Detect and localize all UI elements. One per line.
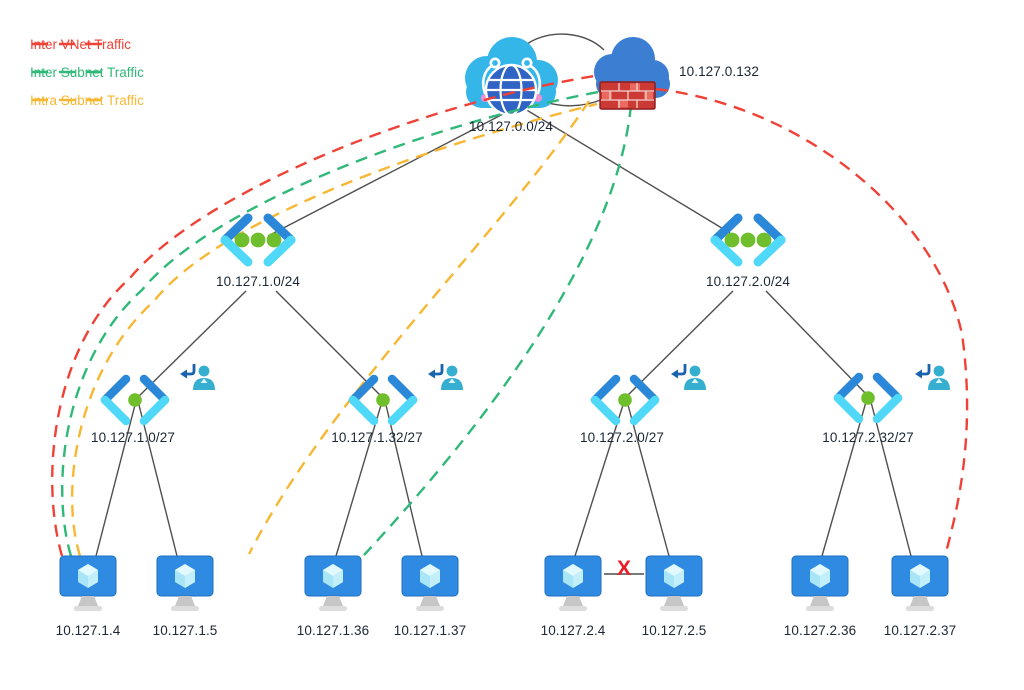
connector-subnet2-vm3 xyxy=(335,404,382,557)
legend-item-intra-subnet: Intra Subnet Traffic xyxy=(30,86,260,114)
legend-item-inter-vnet: Inter VNet Traffic xyxy=(30,30,260,58)
connector-subnet1-vm1 xyxy=(95,404,136,557)
inter-vnet-traffic-path-right xyxy=(655,87,969,557)
user-signin-icon-1 xyxy=(178,362,217,392)
inter-subnet-traffic-path-up xyxy=(61,89,605,557)
vm6-label: 10.127.2.5 xyxy=(641,623,707,638)
connector-subnet1-vm2 xyxy=(138,404,178,557)
connector-vnet2-subnet3 xyxy=(624,290,734,399)
user-signin-icon-2 xyxy=(426,362,465,392)
inter-subnet-dash-icon xyxy=(32,70,106,74)
firewall-bricks-icon xyxy=(599,81,656,110)
intra-subnet-dash-icon xyxy=(32,98,106,102)
connector-subnet3-vm6 xyxy=(627,404,670,557)
connector-subnet2-vm4 xyxy=(385,404,423,557)
user-signin-icon-4 xyxy=(913,362,952,392)
blocked-x-marker: X xyxy=(616,557,631,580)
inter-vnet-traffic-path-left xyxy=(51,73,602,557)
vnet2-label: 10.127.2.0/24 xyxy=(706,274,790,289)
vm7-label: 10.127.2.36 xyxy=(783,623,857,638)
hub-network-label: 10.127.0.0/24 xyxy=(469,119,553,134)
connector-hub-vnet2 xyxy=(519,105,731,234)
connector-hub-vnet1 xyxy=(267,112,506,237)
vnet1-label: 10.127.1.0/24 xyxy=(216,274,300,289)
firewall-label: 10.127.0.132 xyxy=(679,64,760,79)
inter-subnet-traffic-path-down xyxy=(363,104,633,556)
vm-icon-7 xyxy=(791,555,849,612)
connector-subnet4-vm8 xyxy=(870,401,912,557)
subnet-icon-3 xyxy=(595,379,655,421)
subnet1-label: 10.127.1.0/27 xyxy=(91,430,175,445)
vm-icon-5 xyxy=(544,555,602,612)
vm-icon-8 xyxy=(891,555,949,612)
subnet3-label: 10.127.2.0/27 xyxy=(580,430,664,445)
vm8-label: 10.127.2.37 xyxy=(883,623,957,638)
vm-icon-3 xyxy=(304,555,362,612)
subnet4-label: 10.127.2.32/27 xyxy=(822,430,914,445)
connector-vnet1-subnet1 xyxy=(136,290,247,399)
intra-subnet-traffic-path-up xyxy=(71,102,598,557)
subnet-icon-4 xyxy=(838,377,898,419)
subnet2-label: 10.127.1.32/27 xyxy=(331,430,423,445)
subnet-icon-1 xyxy=(105,379,165,421)
connector-vnet1-subnet2 xyxy=(275,290,384,399)
vm-icon-1 xyxy=(59,555,117,612)
connector-cloud-firewall-top xyxy=(526,33,605,51)
intra-subnet-traffic-path-down xyxy=(247,100,591,555)
vm3-label: 10.127.1.36 xyxy=(296,623,370,638)
vm-icon-4 xyxy=(401,555,459,612)
vm1-label: 10.127.1.4 xyxy=(55,623,121,638)
legend: Inter VNet Traffic Inter Subnet Traffic … xyxy=(30,30,260,114)
vm-icon-6 xyxy=(645,555,703,612)
vm-icon-2 xyxy=(156,555,214,612)
vnet-icon-2 xyxy=(715,218,781,262)
user-signin-icon-3 xyxy=(669,362,708,392)
connector-vnet2-subnet4 xyxy=(765,290,869,397)
vm4-label: 10.127.1.37 xyxy=(393,623,467,638)
connector-lines xyxy=(95,33,912,575)
vm2-label: 10.127.1.5 xyxy=(152,623,218,638)
connector-subnet3-vm5 xyxy=(574,404,624,557)
inter-vnet-dash-icon xyxy=(32,42,106,46)
traffic-paths xyxy=(51,73,969,557)
hub-network-cloud-icon xyxy=(465,37,558,117)
subnet-icon-2 xyxy=(353,379,413,421)
legend-item-inter-subnet: Inter Subnet Traffic xyxy=(30,58,260,86)
connector-subnet4-vm7 xyxy=(821,401,867,557)
legend-label-inter-vnet: Inter VNet Traffic xyxy=(30,36,132,52)
vm5-label: 10.127.2.4 xyxy=(540,623,606,638)
